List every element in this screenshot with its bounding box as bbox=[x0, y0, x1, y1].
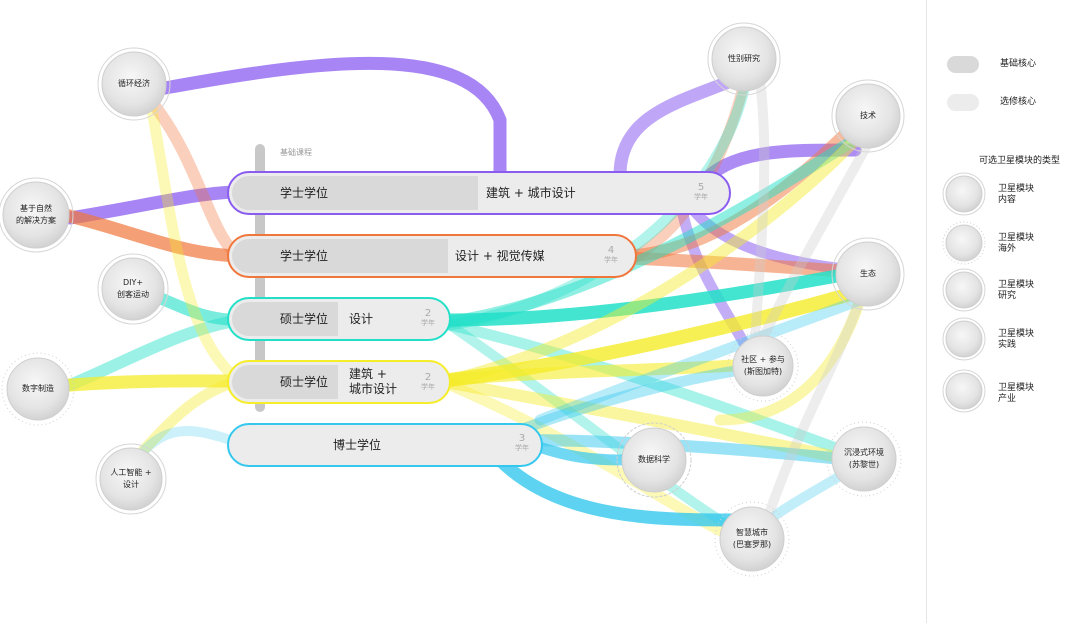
node-ai-design bbox=[99, 447, 163, 511]
module-label: 循环经济 bbox=[118, 79, 150, 88]
legend-divider bbox=[926, 0, 927, 623]
module-label: 基于自然 的解决方案 bbox=[16, 204, 56, 225]
module-label: 社区 + 参与 (斯图加特) bbox=[741, 355, 785, 376]
module-label: 技术 bbox=[860, 111, 876, 120]
module-label: 数据科学 bbox=[638, 455, 670, 464]
ribbon-circular-econ-purple bbox=[158, 56, 507, 187]
degree-program: 建筑 + 城市设计 bbox=[349, 367, 398, 396]
degree-label: 硕士学位 bbox=[280, 312, 329, 326]
ribbon-teal-tech bbox=[444, 124, 876, 328]
degree-bars bbox=[227, 171, 731, 467]
ribbon-ai-cyan bbox=[135, 426, 245, 460]
core-courses-label: 基础课程 bbox=[280, 148, 312, 157]
ribbon-nature-orange bbox=[58, 208, 247, 263]
ribbon-yellow-community bbox=[444, 359, 746, 386]
ribbon-teal-eco bbox=[443, 263, 877, 327]
module-label: 沉浸式环境 (苏黎世) bbox=[844, 448, 884, 469]
legend-types-title: 可选卫星模块的类型 bbox=[979, 156, 1061, 166]
node-ecology bbox=[835, 241, 901, 307]
module-label: 数字制造 bbox=[22, 384, 54, 393]
legend-core-swatch bbox=[947, 56, 979, 73]
node-community bbox=[732, 335, 794, 397]
degree-label: 学士学位 bbox=[280, 249, 329, 263]
ribbon-gender-grey bbox=[750, 75, 770, 345]
degree-label: 硕士学位 bbox=[280, 375, 329, 389]
node-nature-solutions bbox=[2, 181, 70, 249]
module-label: 智慧城市 (巴塞罗那) bbox=[732, 528, 772, 549]
node-diy-maker bbox=[101, 257, 165, 321]
legend-type-label: 卫星模块 研究 bbox=[998, 280, 1035, 301]
module-label: DIY+ 创客运动 bbox=[117, 278, 149, 299]
node-smart-city bbox=[719, 506, 785, 572]
node-digital-fab bbox=[6, 357, 70, 421]
legend-type-label: 卫星模块 内容 bbox=[998, 184, 1035, 205]
node-technology bbox=[835, 83, 901, 149]
legend-elective-label: 选修核心 bbox=[1000, 97, 1037, 107]
degree-bar-bachelor-design bbox=[227, 234, 637, 278]
node-gender-studies bbox=[711, 26, 777, 92]
degree-program: 设计 bbox=[349, 312, 374, 326]
degree-bar-phd bbox=[227, 423, 543, 467]
degree-label: 学士学位 bbox=[280, 186, 329, 200]
legend-graphics bbox=[942, 56, 986, 413]
degree-bar-master-design bbox=[227, 297, 451, 341]
legend-type-label: 卫星模块 海外 bbox=[998, 233, 1035, 254]
degree-label: 博士学位 bbox=[333, 438, 382, 452]
module-nodes bbox=[0, 22, 905, 577]
ribbon-orange-eco bbox=[623, 251, 862, 279]
legend-type-practice-icon bbox=[945, 320, 983, 358]
module-label: 人工智能 + 设计 bbox=[110, 468, 152, 489]
module-label: 性别研究 bbox=[728, 54, 760, 63]
ribbon-yellow-eco-loop bbox=[714, 294, 866, 426]
ribbon-cyan-eco bbox=[534, 294, 866, 426]
ribbon-digital-teal bbox=[64, 314, 246, 391]
legend-type-abroad-icon bbox=[945, 224, 983, 262]
node-circular-economy bbox=[101, 51, 167, 117]
ribbons bbox=[58, 56, 877, 546]
ribbon-cyan-community bbox=[514, 364, 746, 436]
degree-program: 建筑 + 城市设计 bbox=[486, 186, 576, 200]
legend-type-label: 卫星模块 实践 bbox=[998, 329, 1035, 350]
degree-program: 设计 + 视觉传媒 bbox=[455, 249, 545, 263]
legend-type-industry-icon bbox=[945, 372, 983, 410]
ribbon-yellow-tech bbox=[444, 129, 866, 386]
ribbon-circular-yellow bbox=[144, 94, 246, 387]
legend-elective-swatch bbox=[947, 94, 979, 111]
ribbon-yellow-smart bbox=[444, 379, 746, 546]
legend-core-label: 基础核心 bbox=[1000, 59, 1037, 69]
ribbon-cyan-smart bbox=[493, 453, 747, 527]
degree-bar-master-arch bbox=[227, 360, 451, 404]
legend-type-research-icon bbox=[945, 271, 983, 309]
ribbon-tech-grey bbox=[755, 135, 875, 350]
ribbon-teal-immersive bbox=[444, 319, 861, 461]
legend-type-content-icon bbox=[945, 175, 983, 213]
node-immersive bbox=[831, 426, 897, 492]
ribbon-nature-purple bbox=[63, 185, 247, 225]
module-label: 生态 bbox=[860, 269, 876, 278]
ribbon-eco-grey bbox=[755, 295, 865, 545]
ribbon-digital-yellow bbox=[63, 374, 247, 392]
node-data-science bbox=[621, 427, 687, 493]
legend-type-label: 卫星模块 产业 bbox=[998, 383, 1035, 404]
ribbon-teal-gender bbox=[444, 79, 751, 331]
degree-bar-bachelor-arch bbox=[227, 171, 731, 215]
